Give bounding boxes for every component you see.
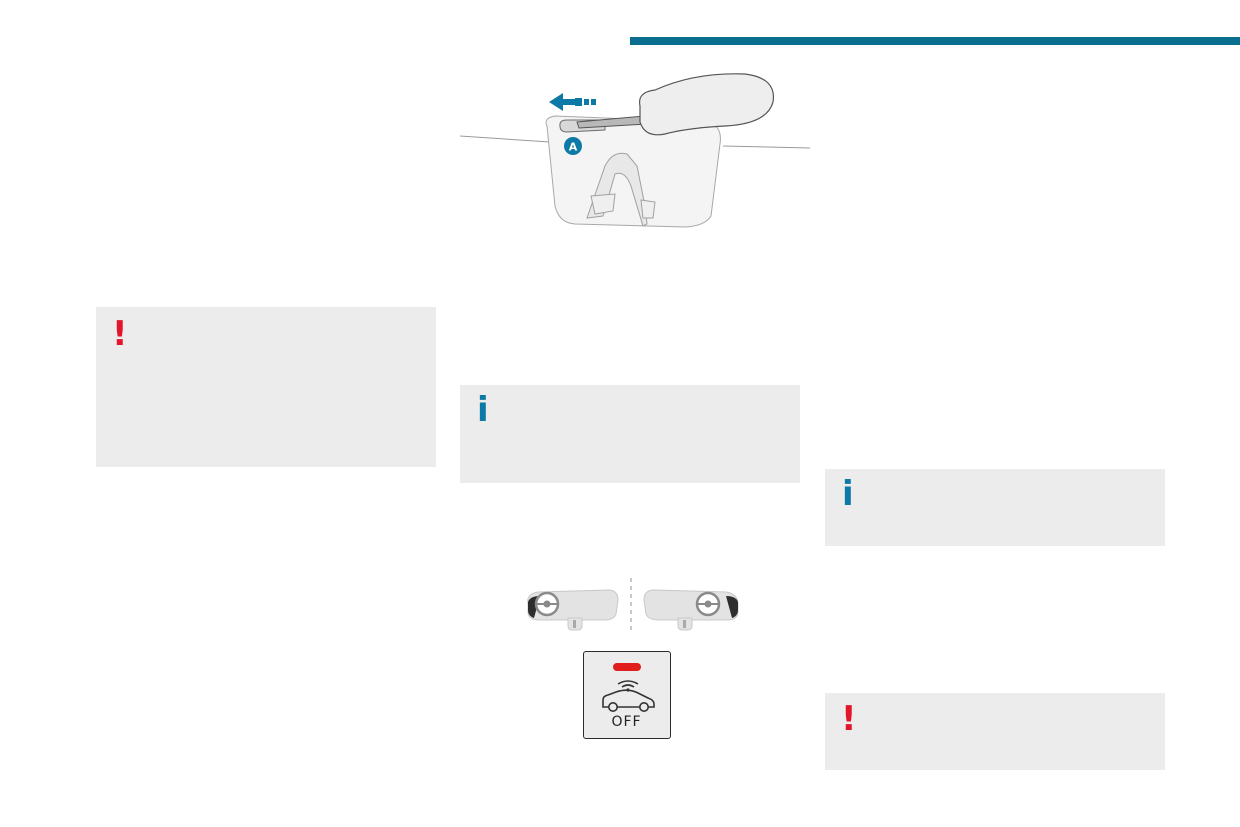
car-airbag-icon — [602, 680, 655, 712]
dashboard-location-illustration — [527, 578, 739, 632]
marker-a-label: A — [569, 141, 578, 154]
direction-dash — [575, 98, 582, 106]
indicator-lamp — [613, 663, 641, 671]
direction-dash — [591, 99, 596, 105]
warning-icon: ! — [112, 314, 128, 354]
warning-icon: ! — [841, 699, 857, 739]
info-icon: i — [477, 390, 489, 430]
off-label: OFF — [611, 714, 642, 730]
warning-note-box: ! — [825, 693, 1165, 770]
airbag-off-indicator: OFF — [583, 651, 671, 739]
info-note-box: i — [825, 469, 1165, 546]
marker-a-circle — [564, 137, 582, 155]
info-icon: i — [842, 474, 854, 514]
direction-dash — [584, 99, 589, 105]
airbag-switch-key-illustration: A — [459, 73, 811, 228]
warning-note-box: ! — [96, 307, 436, 467]
section-header-bar — [630, 37, 1240, 45]
info-note-box: i — [460, 385, 800, 483]
